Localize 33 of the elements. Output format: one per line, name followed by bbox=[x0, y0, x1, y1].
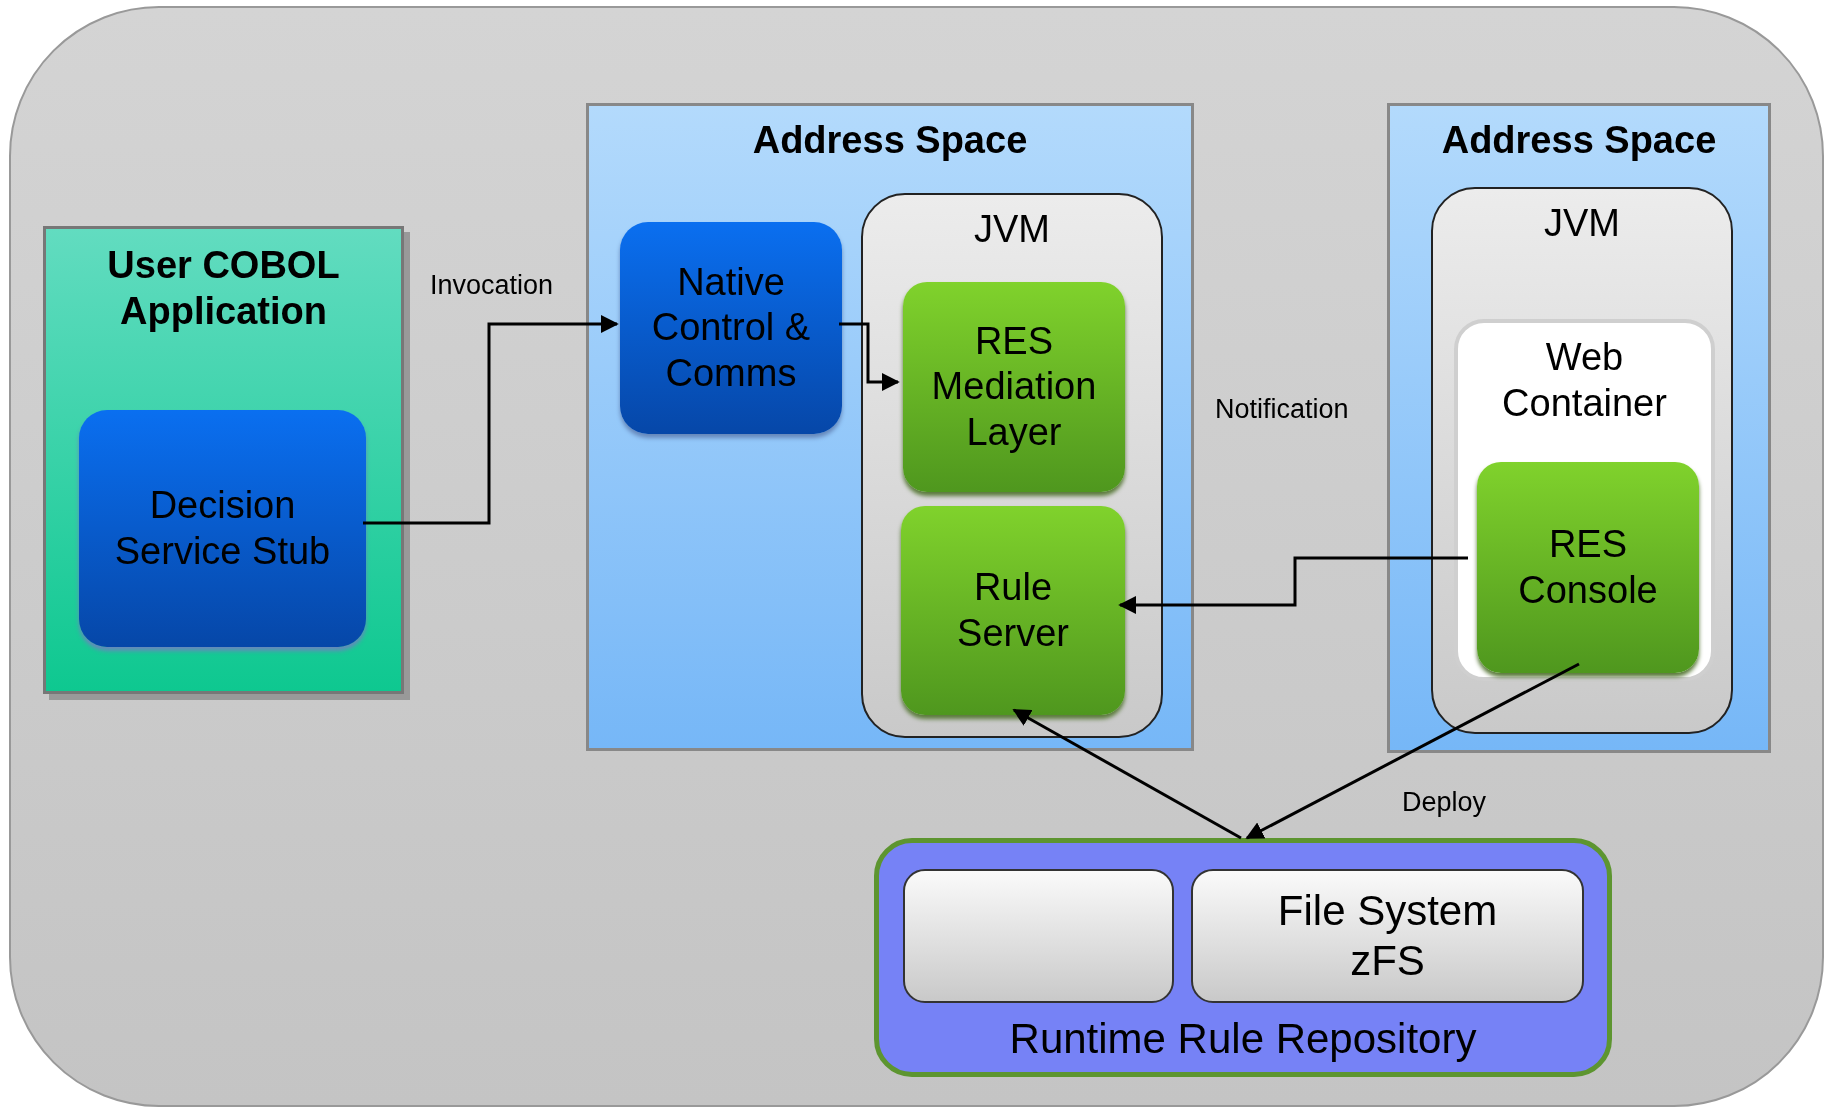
node-label: RES Console bbox=[1517, 521, 1659, 613]
address-space-box bbox=[1387, 103, 1771, 753]
component-box bbox=[620, 222, 842, 434]
node-heading: Web Container bbox=[1501, 335, 1668, 426]
component-box bbox=[901, 506, 1125, 715]
node-heading: Address Space bbox=[751, 118, 1029, 163]
annotation-text: Notification bbox=[1215, 394, 1349, 425]
annotation-text: Invocation bbox=[430, 270, 554, 301]
annotation-text: Deploy bbox=[1402, 787, 1487, 818]
node-heading: User COBOL Application bbox=[106, 243, 341, 334]
node-label: Native Control & Comms bbox=[650, 259, 812, 396]
node-label: File System zFS bbox=[1276, 885, 1499, 986]
jvm-container bbox=[861, 193, 1163, 738]
component-box bbox=[903, 282, 1125, 492]
node-label: RES Mediation Layer bbox=[930, 318, 1098, 455]
component-box bbox=[79, 410, 366, 647]
node-heading: Runtime Rule Repository bbox=[1008, 1013, 1478, 1064]
arrow bbox=[839, 322, 900, 391]
storage-box bbox=[1191, 869, 1584, 1003]
arrow bbox=[363, 315, 619, 525]
node-heading: JVM bbox=[973, 207, 1051, 252]
arrow bbox=[1245, 662, 1580, 840]
node-label: Rule Server bbox=[956, 564, 1070, 656]
jvm-container bbox=[1431, 187, 1733, 734]
node-heading: JVM bbox=[1543, 201, 1621, 246]
arrow bbox=[1012, 708, 1242, 840]
repository-box bbox=[874, 838, 1612, 1077]
node-heading: Address Space bbox=[1440, 118, 1718, 163]
node-label: Decision Service Stub bbox=[113, 482, 332, 574]
address-space-box bbox=[586, 103, 1194, 751]
component-box bbox=[1477, 462, 1699, 673]
storage-box bbox=[903, 869, 1174, 1003]
arrow bbox=[1118, 556, 1468, 614]
